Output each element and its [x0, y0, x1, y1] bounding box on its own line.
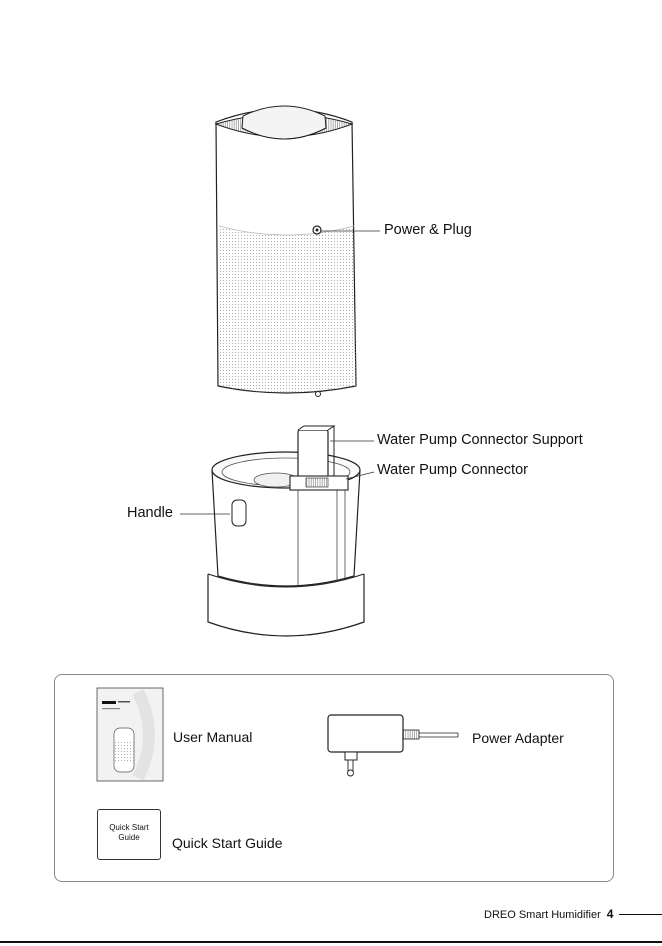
- footer-rule: [619, 914, 662, 915]
- quick-start-guide-label: Quick Start Guide: [172, 835, 283, 851]
- page-number: 4: [607, 907, 614, 921]
- user-manual-label: User Manual: [173, 729, 252, 745]
- pump-connector-support: [298, 430, 328, 480]
- footer-brand: DREO Smart Humidifier: [484, 909, 601, 921]
- power-adapter-label: Power Adapter: [472, 730, 564, 746]
- page-bottom-rule: [0, 941, 662, 943]
- callout-pump-connector: Water Pump Connector: [377, 462, 528, 478]
- booklet-text: Quick Start Guide: [98, 823, 160, 843]
- page-footer: DREO Smart Humidifier 4: [484, 907, 613, 921]
- callout-pump-support: Water Pump Connector Support: [377, 432, 583, 448]
- callout-power-plug: Power & Plug: [384, 222, 472, 238]
- upper-housing: [216, 106, 380, 397]
- lower-base: [180, 426, 374, 636]
- callout-handle: Handle: [127, 505, 173, 521]
- quick-start-booklet: Quick Start Guide: [97, 809, 161, 860]
